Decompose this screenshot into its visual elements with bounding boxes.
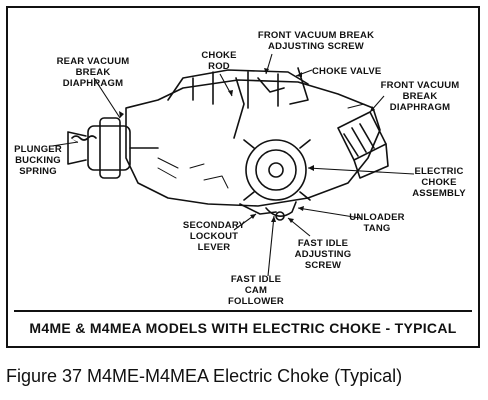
label-front-vacuum-break-adjusting-screw: FRONT VACUUM BREAK ADJUSTING SCREW bbox=[257, 30, 375, 52]
banner-divider bbox=[14, 310, 472, 312]
label-choke-rod: CHOKE ROD bbox=[201, 50, 237, 72]
choke-valve bbox=[289, 67, 309, 105]
label-choke-valve: CHOKE VALVE bbox=[312, 66, 382, 77]
electric-choke-assembly bbox=[243, 139, 311, 201]
label-unloader-tang: UNLOADER TANG bbox=[349, 212, 405, 234]
figure-caption: Figure 37 M4ME-M4MEA Electric Choke (Typ… bbox=[6, 366, 403, 386]
fast-idle-adjusting-screw bbox=[275, 211, 285, 221]
front-vacuum-break-diaphragm bbox=[337, 111, 389, 179]
label-plunger-bucking-spring: PLUNGER BUCKING SPRING bbox=[14, 144, 62, 177]
carburetor-body bbox=[125, 79, 381, 207]
diagram-banner: M4ME & M4MEA MODELS WITH ELECTRIC CHOKE … bbox=[29, 320, 457, 336]
label-electric-choke-assembly: ELECTRIC CHOKE ASSEMBLY bbox=[412, 166, 466, 199]
label-front-vacuum-break-diaphragm: FRONT VACUUM BREAK DIAPHRAGM bbox=[380, 80, 460, 113]
choke-rod bbox=[233, 77, 245, 139]
air-horn bbox=[167, 69, 309, 101]
carburetor-drawing bbox=[51, 53, 415, 277]
label-rear-vacuum-break-diaphragm: REAR VACUUM BREAK DIAPHRAGM bbox=[56, 56, 130, 89]
label-secondary-lockout-lever: SECONDARY LOCKOUT LEVER bbox=[182, 220, 246, 253]
label-fast-idle-adjusting-screw: FAST IDLE ADJUSTING SCREW bbox=[294, 238, 352, 271]
rear-vacuum-break-diaphragm bbox=[67, 117, 159, 179]
diagram-frame: REAR VACUUM BREAK DIAPHRAGM CHOKE ROD FR… bbox=[6, 6, 480, 348]
label-fast-idle-cam-follower: FAST IDLE CAM FOLLOWER bbox=[228, 274, 284, 307]
fast-idle-cam bbox=[265, 201, 297, 217]
plunger-bucking-spring bbox=[71, 135, 97, 141]
